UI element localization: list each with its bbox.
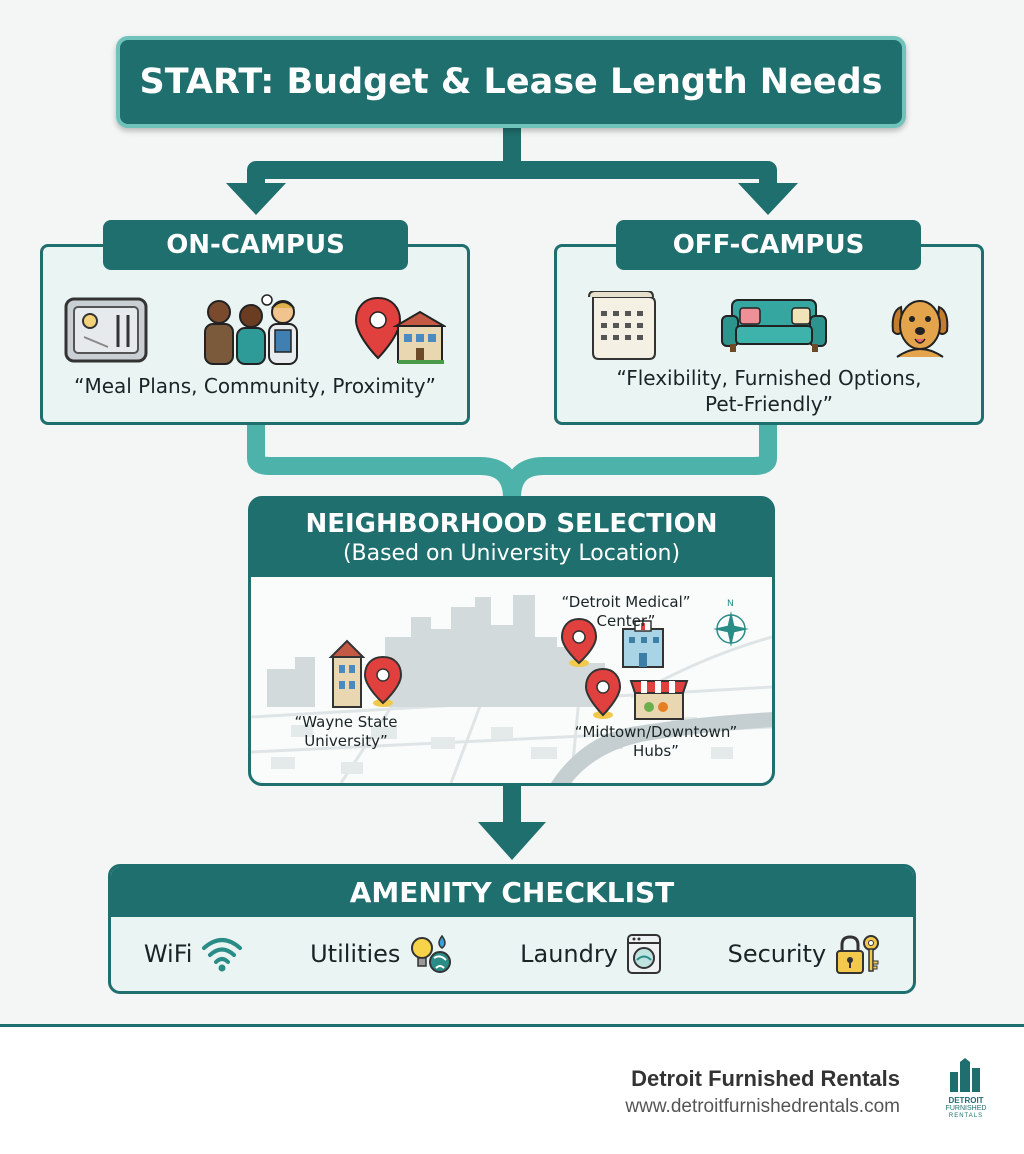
amenity-utilities-label: Utilities	[310, 940, 401, 968]
on-campus-quote: “Meal Plans, Community, Proximity”	[74, 374, 436, 398]
off-campus-panel: “Flexibility, Furnished Options, Pet-Fri…	[554, 244, 984, 425]
brand-url[interactable]: www.detroitfurnishedrentals.com	[625, 1096, 900, 1117]
logo-text-1: DETROIT	[948, 1096, 984, 1105]
students-icon	[203, 294, 298, 365]
amenity-wifi-label: WiFi	[143, 940, 193, 968]
logo-skyline-icon	[950, 1058, 980, 1092]
neighborhood-subheading: (Based on University Location)	[342, 541, 681, 566]
amenity-utilities: Utilities	[310, 934, 454, 974]
flow-connectors	[226, 128, 798, 860]
sofa-icon	[720, 299, 827, 352]
midtown-label-line1: “Midtown/Downtown”	[574, 723, 738, 741]
compass-north-label: N	[727, 599, 734, 609]
neighborhood-map: N “Wayne State University” “Detroit Medi…	[251, 577, 772, 783]
amenity-security: Security	[728, 933, 881, 975]
campus-pin-icon	[355, 296, 447, 364]
utilities-icon	[411, 934, 452, 973]
amenity-laundry: Laundry	[520, 933, 662, 975]
detroit-medical-label-line1: “Detroit Medical”	[561, 593, 691, 611]
company-logo: DETROIT FURNISHED RENTALS	[944, 1058, 988, 1126]
brand-name: Detroit Furnished Rentals	[631, 1066, 900, 1091]
detroit-medical-label: “Detroit Medical” Center”	[551, 593, 701, 631]
logo-text-3: RENTALS	[948, 1113, 984, 1119]
footer	[0, 1027, 1024, 1154]
midtown-label-line2: Hubs”	[633, 742, 679, 760]
footer-brand: Detroit Furnished Rentals www.detroitfur…	[625, 1066, 900, 1118]
wayne-state-label-line2: University”	[304, 732, 388, 750]
amenity-wifi: WiFi	[144, 934, 245, 974]
start-title: START: Budget & Lease Length Needs	[116, 36, 906, 128]
lock-key-icon	[836, 935, 880, 974]
off-campus-quote-line2: Pet-Friendly”	[705, 392, 833, 416]
on-campus-heading: ON-CAMPUS	[103, 220, 408, 270]
detroit-medical-label-line2: Center”	[596, 612, 656, 630]
neighborhood-heading: NEIGHBORHOOD SELECTION	[305, 509, 718, 539]
wayne-state-label-line1: “Wayne State	[294, 713, 398, 731]
meal-tray-icon	[64, 297, 148, 363]
on-campus-panel: “Meal Plans, Community, Proximity”	[40, 244, 470, 425]
washing-machine-icon	[626, 934, 661, 974]
amenity-security-label: Security	[727, 940, 827, 968]
dog-icon	[891, 300, 948, 358]
off-campus-quote-line1: “Flexibility, Furnished Options,	[616, 366, 922, 390]
off-campus-heading: OFF-CAMPUS	[616, 220, 921, 270]
map-illustration	[251, 595, 772, 783]
wifi-icon	[202, 938, 243, 972]
midtown-downtown-label: “Midtown/Downtown” Hubs”	[561, 723, 751, 761]
calendar-lease-icon	[588, 291, 657, 360]
amenity-laundry-label: Laundry	[520, 940, 618, 968]
off-campus-quote: “Flexibility, Furnished Options, Pet-Fri…	[557, 365, 981, 417]
footer-divider	[0, 1024, 1024, 1027]
amenity-heading: AMENITY CHECKLIST	[111, 867, 913, 917]
neighborhood-panel: NEIGHBORHOOD SELECTION (Based on Univers…	[248, 496, 775, 786]
logo-text-2: FURNISHED	[945, 1105, 987, 1112]
wayne-state-label: “Wayne State University”	[271, 713, 421, 751]
amenity-checklist-panel: AMENITY CHECKLIST WiFi Utilities Laundry	[108, 864, 916, 994]
